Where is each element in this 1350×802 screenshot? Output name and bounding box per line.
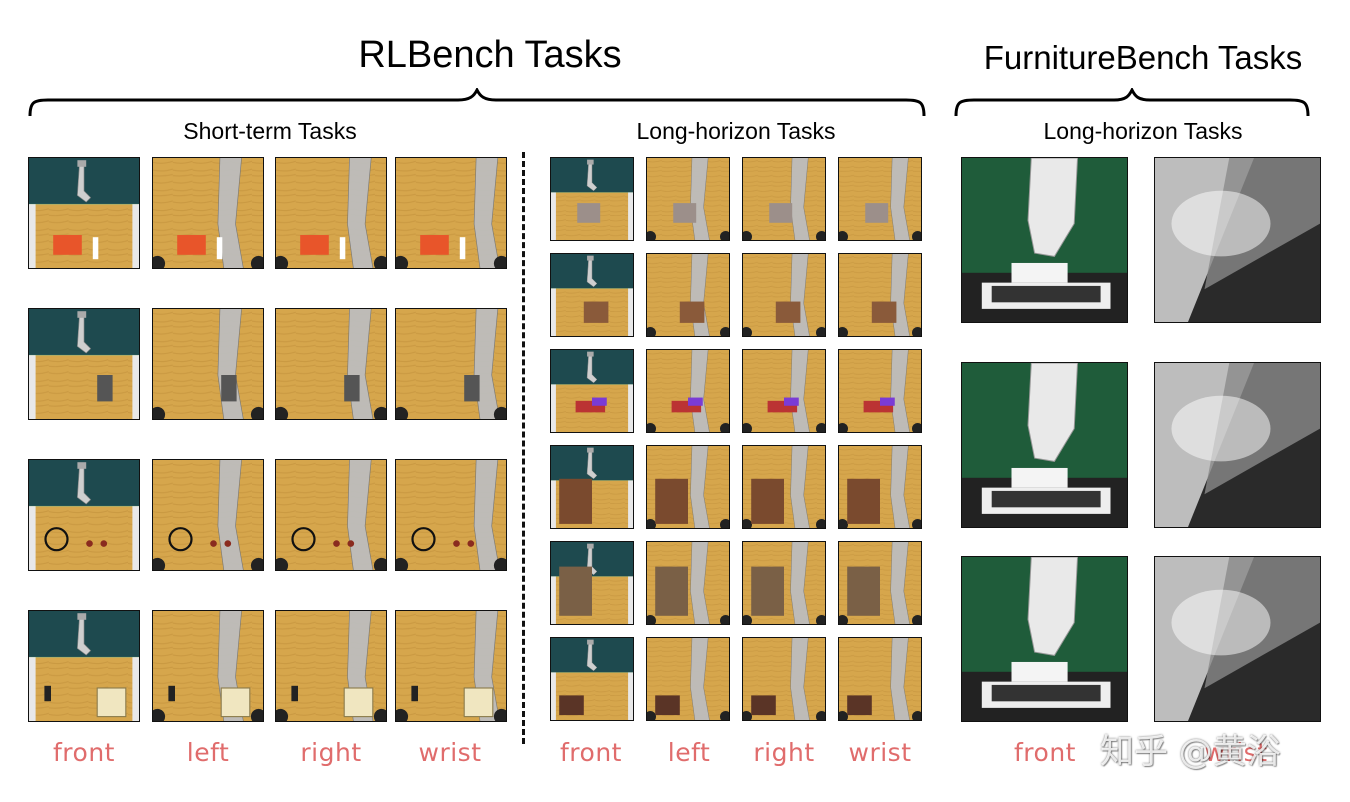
- furniture-row2-front-image: [961, 362, 1128, 528]
- long-horizon-row3-front-image: [550, 349, 634, 433]
- long-horizon-row3-right-image: [742, 349, 826, 433]
- label-long-wrist: wrist: [848, 738, 912, 767]
- short-term-row3-right-image: [275, 459, 387, 571]
- long-horizon-row1-front-image: [550, 157, 634, 241]
- long-horizon-row5-right-image: [742, 541, 826, 625]
- furniture-row3-wrist-image: [1154, 556, 1321, 722]
- long-horizon-rl-heading: Long-horizon Tasks: [636, 118, 836, 144]
- label-short-right: right: [300, 738, 362, 767]
- short-term-row4-right-image: [275, 610, 387, 722]
- long-horizon-fb-heading: Long-horizon Tasks: [1043, 118, 1243, 144]
- label-furniture-front: front: [1014, 738, 1076, 767]
- label-short-wrist: wrist: [418, 738, 482, 767]
- furniture-row3-front-image: [961, 556, 1128, 722]
- short-term-row3-wrist-image: [395, 459, 507, 571]
- short-term-row1-left-image: [152, 157, 264, 269]
- watermark-text: 知乎 @黄浴: [1100, 732, 1281, 772]
- long-horizon-row6-right-image: [742, 637, 826, 721]
- label-short-front: front: [53, 738, 115, 767]
- long-horizon-row1-wrist-image: [838, 157, 922, 241]
- long-horizon-row6-left-image: [646, 637, 730, 721]
- long-horizon-row4-front-image: [550, 445, 634, 529]
- short-term-row4-left-image: [152, 610, 264, 722]
- short-term-row4-front-image: [28, 610, 140, 722]
- furniturebench-brace: [954, 88, 1310, 117]
- short-term-row1-wrist-image: [395, 157, 507, 269]
- rlbench-title: RLBench Tasks: [358, 34, 622, 76]
- rlbench-brace: [28, 88, 926, 117]
- furniture-row1-front-image: [961, 157, 1128, 323]
- label-short-left: left: [186, 738, 230, 767]
- section-divider: [522, 152, 525, 744]
- long-horizon-row1-left-image: [646, 157, 730, 241]
- long-horizon-row4-wrist-image: [838, 445, 922, 529]
- label-long-front: front: [560, 738, 622, 767]
- short-term-row1-front-image: [28, 157, 140, 269]
- long-horizon-row5-front-image: [550, 541, 634, 625]
- short-term-row1-right-image: [275, 157, 387, 269]
- long-horizon-row2-left-image: [646, 253, 730, 337]
- long-horizon-row1-right-image: [742, 157, 826, 241]
- label-long-left: left: [667, 738, 711, 767]
- long-horizon-row3-wrist-image: [838, 349, 922, 433]
- furniture-row2-wrist-image: [1154, 362, 1321, 528]
- long-horizon-row5-left-image: [646, 541, 730, 625]
- short-term-row3-front-image: [28, 459, 140, 571]
- long-horizon-row4-left-image: [646, 445, 730, 529]
- label-furniture-wrist: wrist: [1204, 738, 1268, 767]
- furniture-row1-wrist-image: [1154, 157, 1321, 323]
- long-horizon-row2-right-image: [742, 253, 826, 337]
- short-term-row2-front-image: [28, 308, 140, 420]
- short-term-row2-right-image: [275, 308, 387, 420]
- furniturebench-title: FurnitureBench Tasks: [983, 39, 1303, 76]
- short-term-row2-wrist-image: [395, 308, 507, 420]
- long-horizon-row2-wrist-image: [838, 253, 922, 337]
- short-term-row4-wrist-image: [395, 610, 507, 722]
- label-long-right: right: [753, 738, 815, 767]
- long-horizon-row3-left-image: [646, 349, 730, 433]
- short-term-row2-left-image: [152, 308, 264, 420]
- short-term-row3-left-image: [152, 459, 264, 571]
- short-term-heading: Short-term Tasks: [183, 118, 357, 144]
- long-horizon-row4-right-image: [742, 445, 826, 529]
- long-horizon-row2-front-image: [550, 253, 634, 337]
- long-horizon-row6-wrist-image: [838, 637, 922, 721]
- long-horizon-row5-wrist-image: [838, 541, 922, 625]
- long-horizon-row6-front-image: [550, 637, 634, 721]
